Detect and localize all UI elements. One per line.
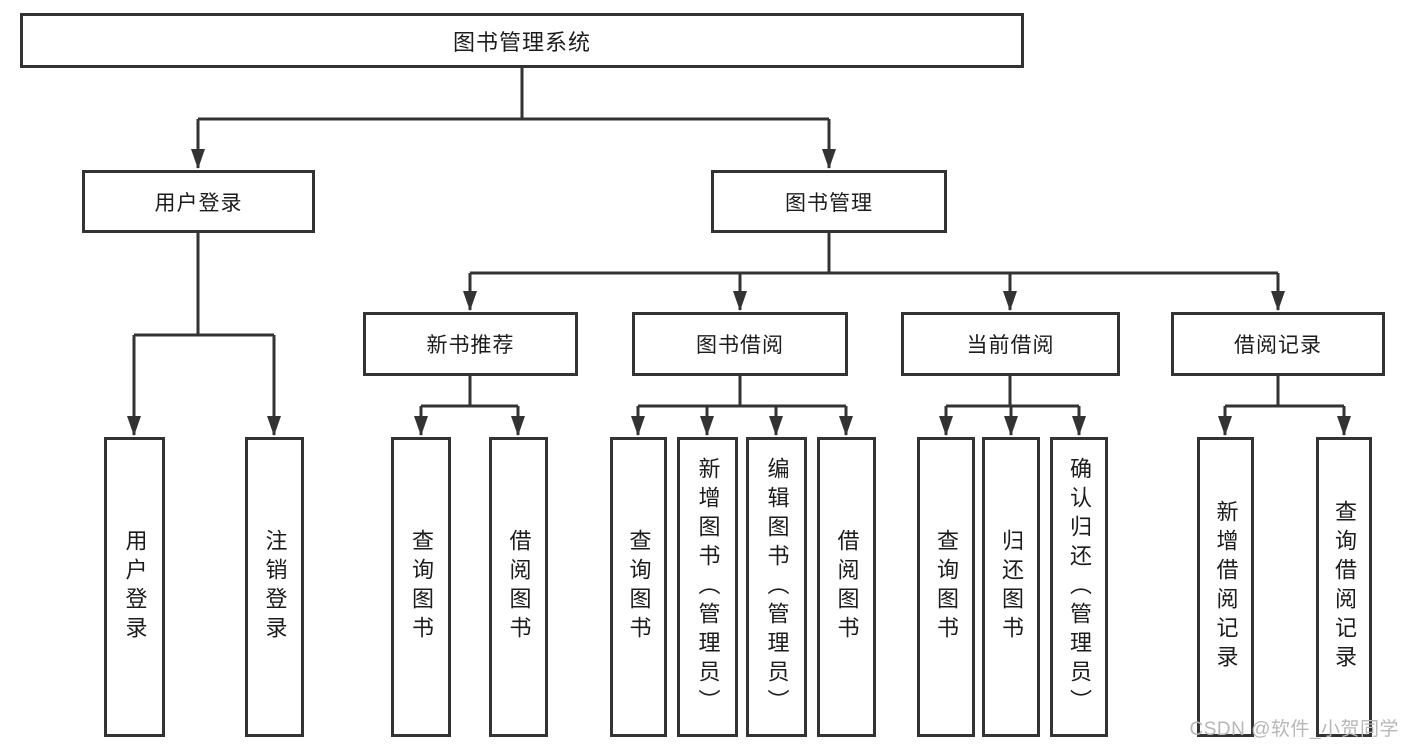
csdn-watermark: CSDN @软件_小贺同学 — [1189, 719, 1399, 740]
node-current-borrow-label: 当前借阅 — [966, 334, 1055, 357]
leaf-logout-label: 注销登录 — [262, 529, 288, 645]
node-current-borrow: 当前借阅 — [901, 312, 1120, 376]
node-book-borrow-label: 图书借阅 — [696, 334, 784, 357]
node-new-book-recommend: 新书推荐 — [363, 312, 578, 376]
leaf-confirm-return-admin: 确认归还（管理员） — [1050, 437, 1108, 737]
node-book-management-module: 图书管理 — [711, 170, 947, 233]
node-book-management-module-label: 图书管理 — [785, 191, 873, 215]
leaf-query-borrow-record: 查询借阅记录 — [1316, 437, 1372, 737]
leaf-borrow-book-label: 借阅图书 — [834, 529, 860, 645]
leaf-add-book-admin: 新增图书（管理员） — [677, 437, 738, 737]
node-borrow-records: 借阅记录 — [1171, 312, 1385, 376]
leaf-edit-book-admin: 编辑图书（管理员） — [746, 437, 807, 737]
leaf-borrow-book: 借阅图书 — [817, 437, 876, 737]
leaf-logout: 注销登录 — [245, 437, 304, 737]
leaf-add-book-admin-label: 新增图书（管理员） — [695, 456, 721, 718]
leaf-recommend-borrow-book: 借阅图书 — [489, 437, 548, 737]
node-user-login-module: 用户登录 — [82, 170, 315, 233]
leaf-recommend-query-book: 查询图书 — [391, 437, 451, 737]
node-new-book-recommend-label: 新书推荐 — [426, 334, 515, 357]
leaf-return-book-label: 归还图书 — [999, 529, 1024, 645]
node-system-root-label: 图书管理系统 — [452, 29, 591, 55]
node-book-borrow: 图书借阅 — [632, 312, 848, 376]
node-borrow-records-label: 借阅记录 — [1234, 334, 1322, 357]
leaf-add-borrow-record: 新增借阅记录 — [1197, 437, 1254, 737]
leaf-borrow-query-book: 查询图书 — [610, 437, 667, 737]
leaf-recommend-borrow-book-label: 借阅图书 — [506, 529, 532, 645]
leaf-add-borrow-record-label: 新增借阅记录 — [1213, 500, 1239, 674]
leaf-current-query-book: 查询图书 — [917, 437, 975, 737]
leaf-edit-book-admin-label: 编辑图书（管理员） — [764, 456, 790, 718]
leaf-user-login-label: 用户登录 — [122, 529, 148, 645]
leaf-recommend-query-book-label: 查询图书 — [409, 529, 434, 645]
leaf-confirm-return-admin-label: 确认归还（管理员） — [1067, 456, 1092, 718]
node-user-login-module-label: 用户登录 — [154, 191, 243, 215]
leaf-user-login: 用户登录 — [104, 437, 165, 737]
leaf-current-query-book-label: 查询图书 — [934, 529, 959, 645]
node-system-root: 图书管理系统 — [20, 13, 1024, 68]
leaf-borrow-query-book-label: 查询图书 — [626, 529, 652, 645]
leaf-return-book: 归还图书 — [982, 437, 1040, 737]
leaf-query-borrow-record-label: 查询借阅记录 — [1332, 500, 1357, 674]
